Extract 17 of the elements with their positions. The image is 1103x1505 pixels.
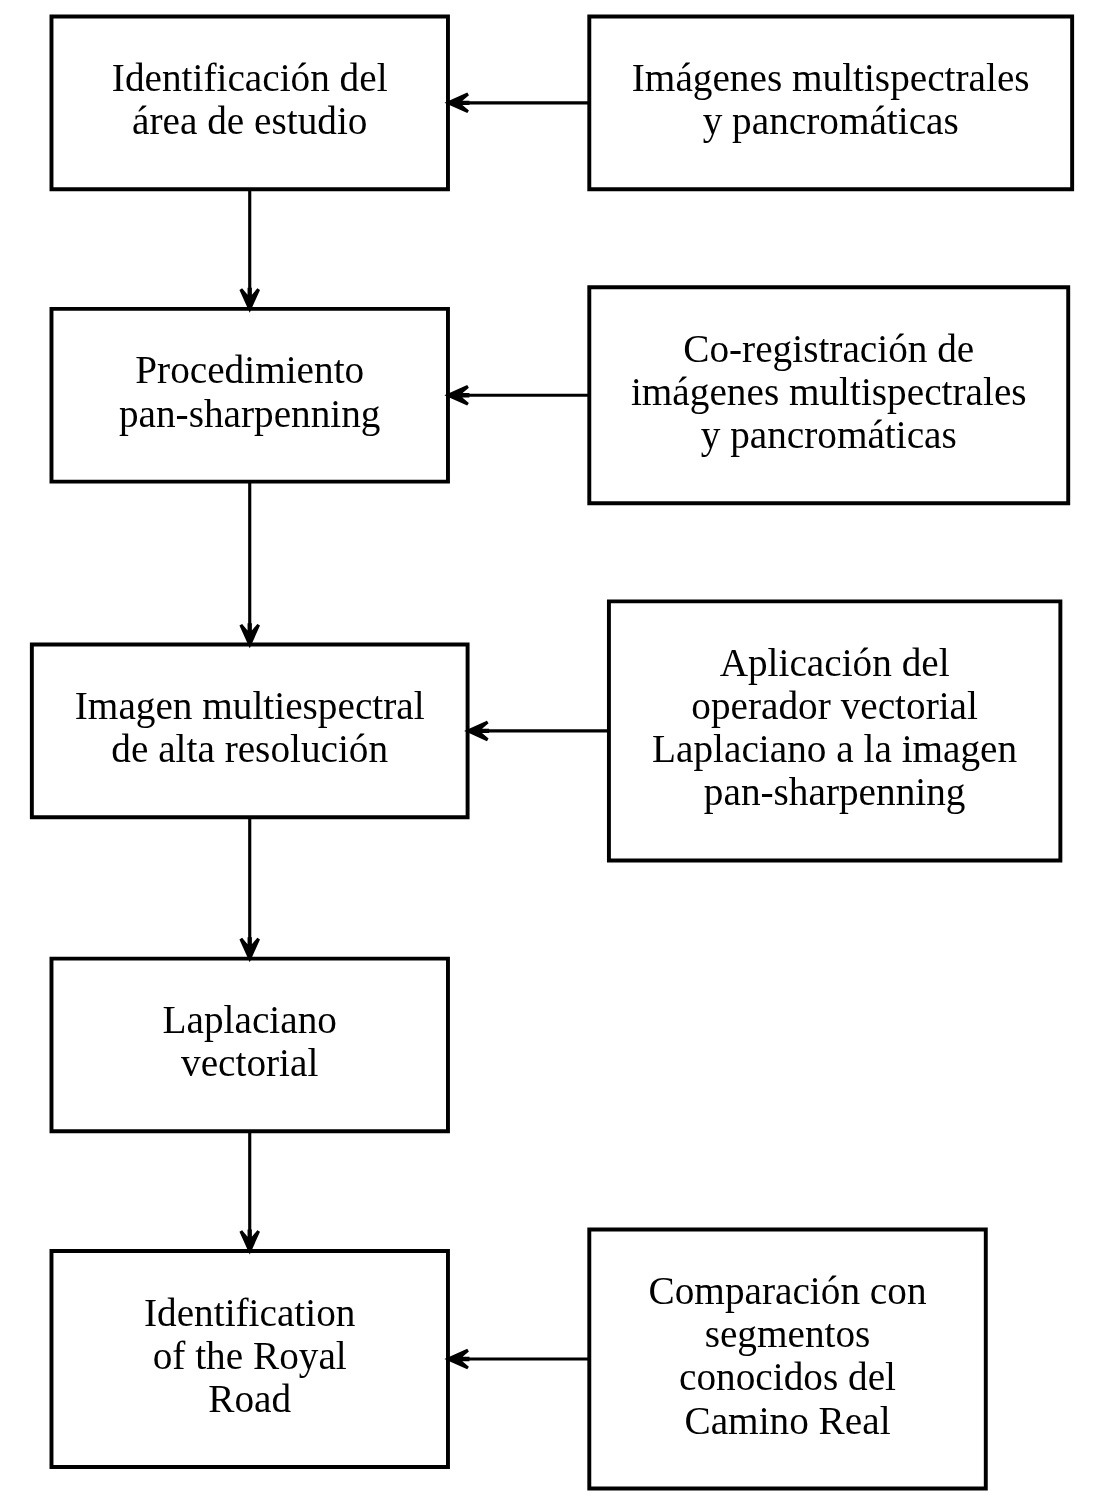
node-box: Imágenes multispectrales y pancromáticas bbox=[586, 14, 1074, 192]
node-box: Comparación con segmentos conocidos del Camino Real bbox=[586, 1227, 988, 1491]
node-box: Co-registración de imágenes multispectrales y pancromáticas bbox=[586, 285, 1070, 506]
node-box: Imagen multiespectral de alta resolución bbox=[29, 642, 470, 820]
arrow bbox=[238, 189, 260, 311]
arrow bbox=[238, 1131, 260, 1253]
node-box: Identification of the Royal Road bbox=[49, 1249, 450, 1469]
arrow bbox=[238, 817, 260, 960]
arrow bbox=[465, 720, 608, 742]
arrow bbox=[446, 92, 589, 114]
arrow bbox=[446, 1348, 589, 1370]
node-box: Laplaciano vectorial bbox=[49, 956, 450, 1134]
arrow bbox=[238, 481, 260, 647]
arrow bbox=[446, 384, 589, 406]
node-box: Procedimiento pan-sharpenning bbox=[49, 306, 450, 484]
node-box: Aplicación del operador vectorial Laplaciano a la imagen pan-sharpenning bbox=[606, 599, 1062, 863]
node-box: Identificación del área de estudio bbox=[49, 14, 450, 192]
